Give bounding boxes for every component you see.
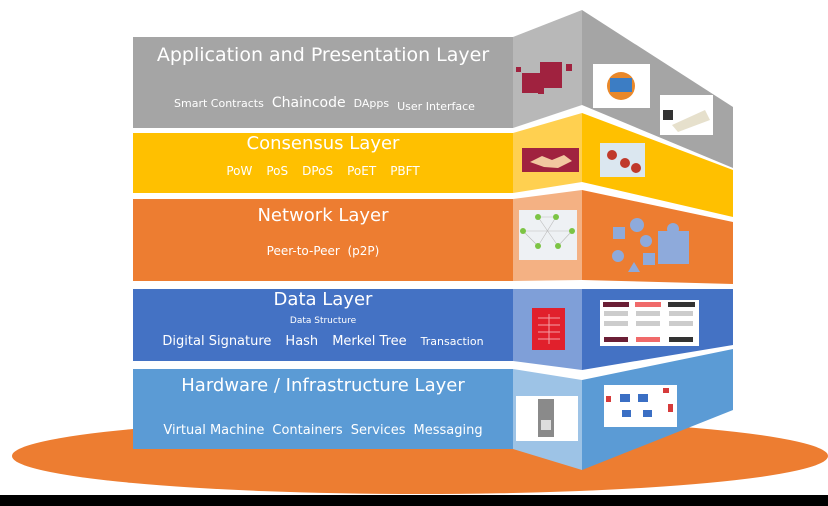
- layer-item: Smart Contracts: [174, 97, 264, 110]
- handshake-icon: [522, 148, 579, 172]
- gears-coins-icon: [600, 143, 645, 177]
- network-layer: Network Layer Peer-to-Peer (p2P): [133, 199, 513, 281]
- data-layer: Data Layer Data Structure Digital Signat…: [133, 289, 513, 361]
- layer-item: PBFT: [390, 164, 420, 178]
- layer-title: Consensus Layer: [246, 133, 400, 154]
- layer-item: User Interface: [397, 100, 475, 113]
- app-layer: Application and Presentation Layer Smart…: [133, 37, 513, 128]
- layer-item: Merkel Tree: [332, 334, 407, 349]
- network-layer-front: [133, 199, 513, 281]
- layer-item: DPoS: [302, 164, 334, 178]
- bottom-bar: [0, 495, 828, 506]
- data-layer-front: [133, 289, 513, 361]
- layer-title: Data Layer: [273, 289, 373, 310]
- layer-item: Digital Signature: [162, 334, 272, 349]
- server-tower-icon: [516, 396, 578, 441]
- app-layer-front: [133, 37, 513, 128]
- shapes-puzzle-icon: [612, 218, 689, 272]
- layer-item: Virtual Machine: [163, 423, 265, 438]
- layer-item: PoS: [266, 164, 289, 178]
- p2p-network-icon: [519, 210, 577, 260]
- layer-subtitle: Data Structure: [289, 316, 357, 326]
- layer-item: Transaction: [420, 335, 484, 348]
- layer-item: Hash: [285, 334, 319, 349]
- layer-title: Hardware / Infrastructure Layer: [181, 375, 465, 396]
- layer-item: Containers: [272, 423, 343, 438]
- layer-item: Services: [350, 423, 406, 438]
- paper-contract-icon: [660, 95, 713, 135]
- block-chain-diagram-icon: [600, 300, 699, 346]
- layer-item: Messaging: [413, 423, 483, 438]
- layer-title: Application and Presentation Layer: [156, 44, 490, 66]
- apps-collage-icon: [593, 64, 650, 108]
- layer-item: DApps: [353, 97, 390, 110]
- layer-item: Peer-to-Peer (p2P): [266, 244, 380, 258]
- blocks-icon: [516, 62, 572, 94]
- layer-item: PoET: [347, 164, 377, 178]
- spreadsheet-icon: [532, 308, 565, 350]
- infrastructure-diagram-icon: [604, 385, 677, 427]
- layer-item: PoW: [226, 164, 253, 178]
- consensus-layer-side-b: [582, 113, 733, 217]
- hardware-layer: Hardware / Infrastructure Layer Virtual …: [133, 369, 513, 449]
- hardware-layer-front: [133, 369, 513, 449]
- consensus-layer-front: [133, 133, 513, 193]
- layer-title: Network Layer: [257, 205, 389, 226]
- layer-item: Chaincode: [271, 95, 346, 111]
- consensus-layer: Consensus Layer PoW PoS DPoS PoET PBFT: [133, 133, 513, 193]
